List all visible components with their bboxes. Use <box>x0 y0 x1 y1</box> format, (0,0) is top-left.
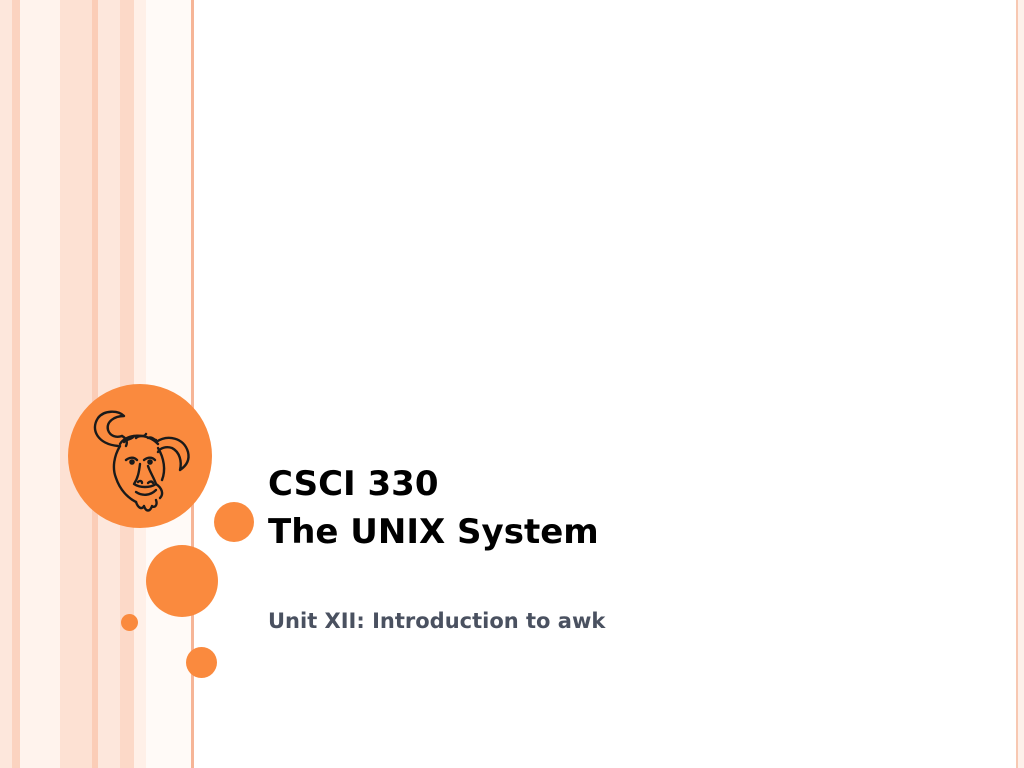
decor-circle <box>214 502 254 542</box>
decor-stripe <box>92 0 98 768</box>
decor-stripe <box>98 0 120 768</box>
slide-subtitle: Unit XII: Introduction to awk <box>268 609 606 633</box>
decor-circle <box>186 647 217 678</box>
decor-stripe <box>0 0 12 768</box>
decor-stripe <box>60 0 92 768</box>
right-divider-line <box>1016 0 1018 768</box>
title-line-course: CSCI 330 <box>268 464 439 504</box>
right-decor-stripe <box>1018 0 1024 768</box>
slide-title: CSCI 330 The UNIX System <box>268 460 988 556</box>
decor-stripe <box>20 0 60 768</box>
decor-stripe <box>146 0 191 768</box>
decor-circle <box>121 614 138 631</box>
title-line-topic: The UNIX System <box>268 512 599 552</box>
decor-circle <box>146 545 218 617</box>
left-divider-line <box>191 0 194 768</box>
gnu-head-icon <box>93 410 190 512</box>
decor-stripe <box>12 0 20 768</box>
decor-stripe <box>120 0 134 768</box>
